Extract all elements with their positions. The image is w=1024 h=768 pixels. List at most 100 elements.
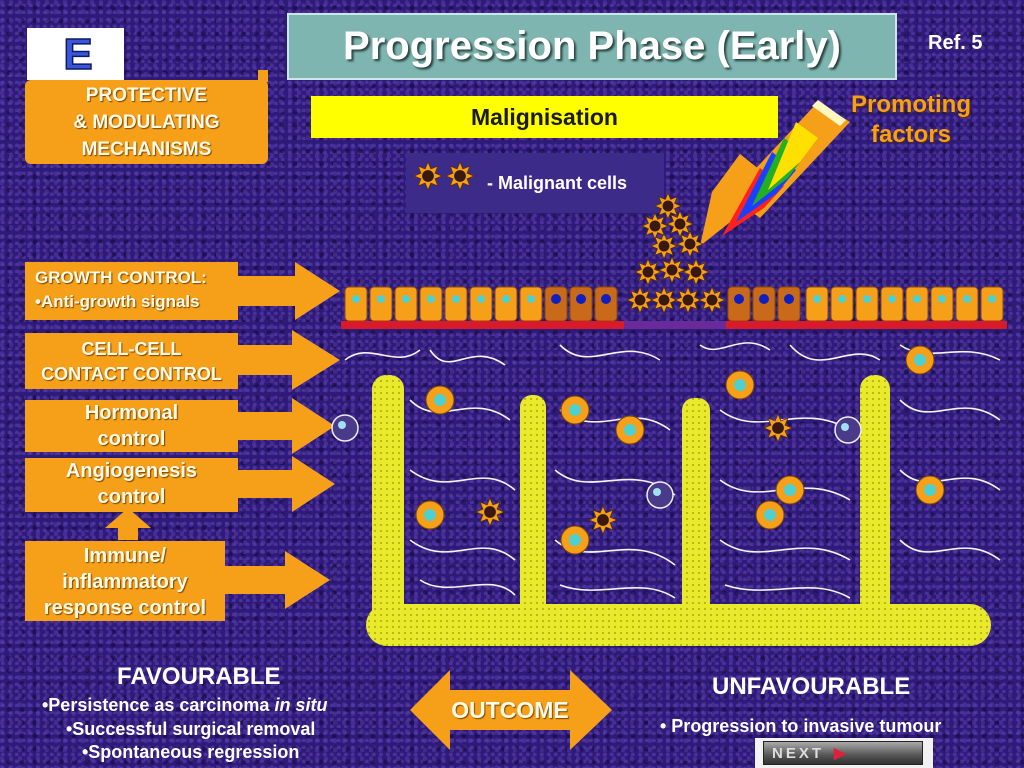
malignant-cell: [657, 255, 687, 285]
stromal-star-cell: [474, 496, 506, 528]
malignant-cell: [649, 285, 679, 315]
page-title: Progression Phase (Early): [287, 13, 897, 80]
immune-line-3: response control: [43, 597, 207, 619]
malignant-cell: [673, 285, 703, 315]
epithelial-cell: [727, 286, 751, 322]
outcome-arrow: [410, 670, 612, 750]
epithelial-cell: [930, 286, 954, 322]
stromal-fibre: [409, 469, 516, 491]
angiogenesis-control-label: Angiogenesis control: [25, 458, 238, 512]
immune-cell: [834, 416, 862, 444]
malignant-cell: [625, 285, 655, 315]
scroll-curl-top: [258, 70, 268, 82]
section-badge: [27, 28, 124, 80]
stromal-fibre: [899, 399, 1001, 421]
protective-line-2: & MODULATING: [73, 112, 220, 133]
epithelial-cell: [344, 286, 368, 322]
malignant-cell: [640, 211, 670, 241]
basement-membrane-break: [624, 321, 726, 329]
malignisation-banner: Malignisation: [311, 96, 778, 138]
epithelial-cell: [905, 286, 929, 322]
promoting-arrow-icon: [700, 100, 850, 246]
immune-line-2: inflammatory: [62, 571, 188, 593]
hormonal-arrow: [238, 398, 335, 454]
epithelial-cell: [419, 286, 443, 322]
stromal-cell: [915, 475, 945, 505]
protective-mechanisms-banner: PROTECTIVE & MODULATING MECHANISMS: [25, 80, 268, 164]
malignant-cell-icon: [444, 160, 476, 192]
promoting-factors-label: Promoting factors: [846, 90, 976, 150]
immune-arrow: [225, 551, 330, 609]
stromal-cells: [331, 345, 945, 555]
stromal-fibre: [789, 344, 881, 361]
unfavourable-title: UNFAVOURABLE: [712, 673, 911, 700]
stromal-fibre: [409, 399, 511, 421]
epithelial-cell: [980, 286, 1004, 322]
immune-to-angiogenesis-arrow: [105, 508, 151, 540]
favourable-item-1-italic: in situ: [274, 695, 328, 715]
stromal-fibre: [699, 342, 771, 351]
stromal-cell: [755, 500, 785, 530]
contact-control-label: CELL-CELL CONTACT CONTROL: [25, 333, 238, 389]
hormonal-control-label: Hormonal control: [25, 400, 238, 452]
growth-control-label: GROWTH CONTROL: •Anti-growth signals: [25, 262, 238, 320]
next-button[interactable]: NEXT ▶: [763, 741, 923, 765]
contact-arrow: [238, 330, 340, 390]
stromal-fibre: [724, 584, 851, 599]
hormonal-line-2: control: [97, 428, 166, 450]
epithelial-cell: [880, 286, 904, 322]
promoting-line-1: Promoting: [851, 91, 971, 118]
malignant-cell: [675, 229, 705, 259]
stromal-fibre: [899, 344, 1001, 361]
epithelial-cell: [955, 286, 979, 322]
unfavourable-item-1: • Progression to invasive tumour: [660, 716, 942, 736]
immune-cell: [331, 414, 359, 442]
epithelial-cell: [544, 286, 568, 322]
promoting-line-2: factors: [870, 121, 952, 148]
growth-arrow: [238, 262, 340, 320]
epithelial-cell: [777, 286, 801, 322]
growth-control-subtitle: •Anti-growth signals: [35, 292, 200, 311]
immune-line-1: Immune/: [83, 545, 167, 567]
favourable-item-1: •Persistence as carcinoma in situ: [42, 695, 327, 716]
malignant-cell: [665, 209, 695, 239]
epithelial-cell: [519, 286, 543, 322]
contact-control-line-2: CONTACT CONTROL: [41, 364, 222, 384]
stromal-cell: [415, 500, 445, 530]
epithelial-cell: [469, 286, 493, 322]
immune-control-label: Immune/ inflammatory response control: [25, 541, 225, 621]
immune-cell: [646, 481, 674, 509]
reference-label: Ref. 5: [928, 32, 983, 54]
malignant-cell: [697, 285, 727, 315]
stromal-fibres: [344, 342, 1001, 599]
legend-box: [406, 153, 664, 213]
stromal-fibre: [344, 349, 421, 361]
stromal-fibre: [899, 539, 1001, 561]
favourable-item-1-text: •Persistence as carcinoma: [42, 695, 275, 715]
stromal-fibre: [559, 584, 676, 599]
epithelial-cell: [805, 286, 829, 322]
epithelial-cell: [569, 286, 593, 322]
stromal-fibre: [719, 409, 851, 431]
favourable-item-2: •Successful surgical removal: [66, 719, 316, 739]
epithelial-cell: [394, 286, 418, 322]
next-button-label: NEXT: [772, 744, 825, 762]
epithelial-cell: [855, 286, 879, 322]
malignant-cells: [625, 191, 727, 315]
section-badge-letter: E: [63, 29, 94, 80]
epithelial-cell: [444, 286, 468, 322]
stromal-cell: [725, 370, 755, 400]
outcome-label: OUTCOME: [451, 697, 569, 723]
blood-vessels: [366, 375, 991, 646]
favourable-title: FAVOURABLE: [117, 663, 281, 690]
malignant-cell: [681, 257, 711, 287]
malignant-cell-icon: [412, 160, 444, 192]
favourable-item-3: •Spontaneous regression: [82, 742, 300, 762]
protective-line-3: MECHANISMS: [81, 139, 212, 160]
stromal-fibre: [899, 469, 1001, 491]
angiogenesis-arrow: [238, 456, 335, 512]
stromal-cell: [560, 525, 590, 555]
stromal-star-cell: [587, 504, 619, 536]
stromal-cell: [425, 385, 455, 415]
